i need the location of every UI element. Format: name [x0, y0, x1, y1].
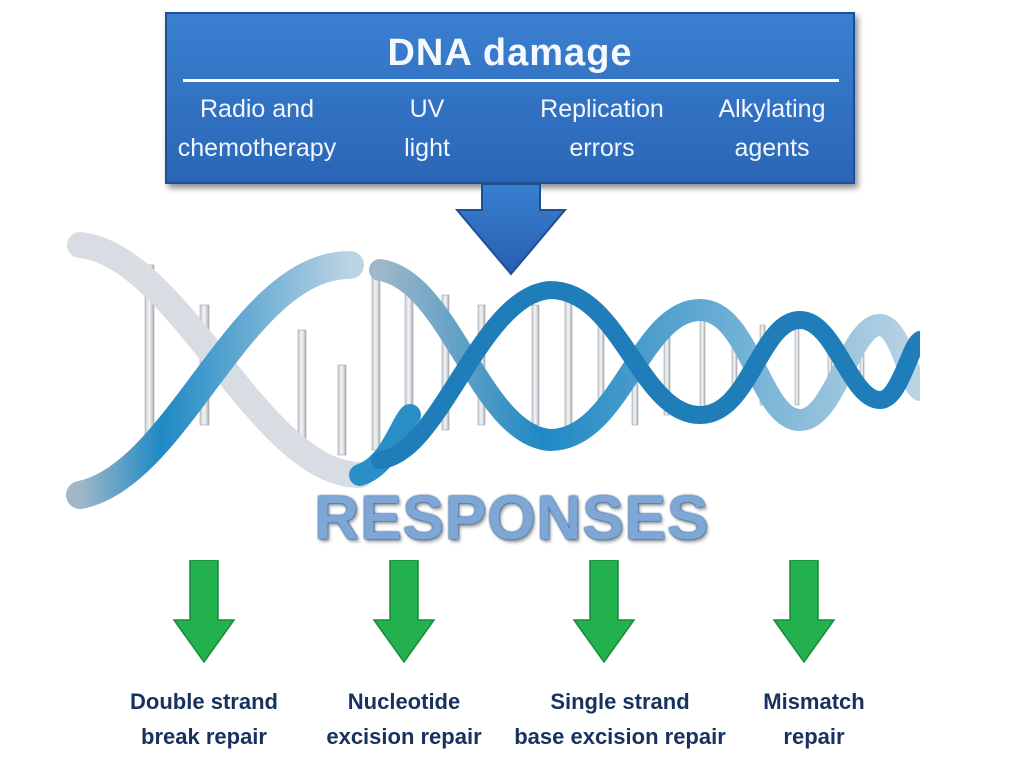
- helix-strands: [66, 232, 920, 509]
- responses-heading: RESPONSES: [314, 484, 710, 553]
- cause-radio-chemotherapy: Radio and chemotherapy: [177, 95, 337, 162]
- green-arrow-down-icon: [372, 560, 436, 664]
- repair-base-excision: Single strand base excision repair: [514, 689, 726, 749]
- repair-mismatch: Mismatch repair: [763, 689, 865, 749]
- green-arrow-down-icon: [772, 560, 836, 664]
- title-divider: [183, 79, 839, 82]
- cause-replication-errors: Replication errors: [540, 95, 664, 162]
- green-arrow-down-icon: [172, 560, 236, 664]
- repair-double-strand-break: Double strand break repair: [130, 689, 278, 749]
- dna-damage-title: DNA damage: [387, 32, 633, 74]
- cause-alkylating-agents: Alkylating agents: [718, 95, 826, 162]
- dna-helix-illustration: [66, 232, 920, 509]
- repair-nucleotide-excision: Nucleotide excision repair: [326, 689, 482, 749]
- damage-arrow-down: [455, 184, 567, 276]
- green-arrow-down-icon: [572, 560, 636, 664]
- dna-damage-box: DNA damage Radio and chemotherapy UV lig…: [165, 12, 855, 184]
- cause-uv-light: UV light: [404, 95, 450, 162]
